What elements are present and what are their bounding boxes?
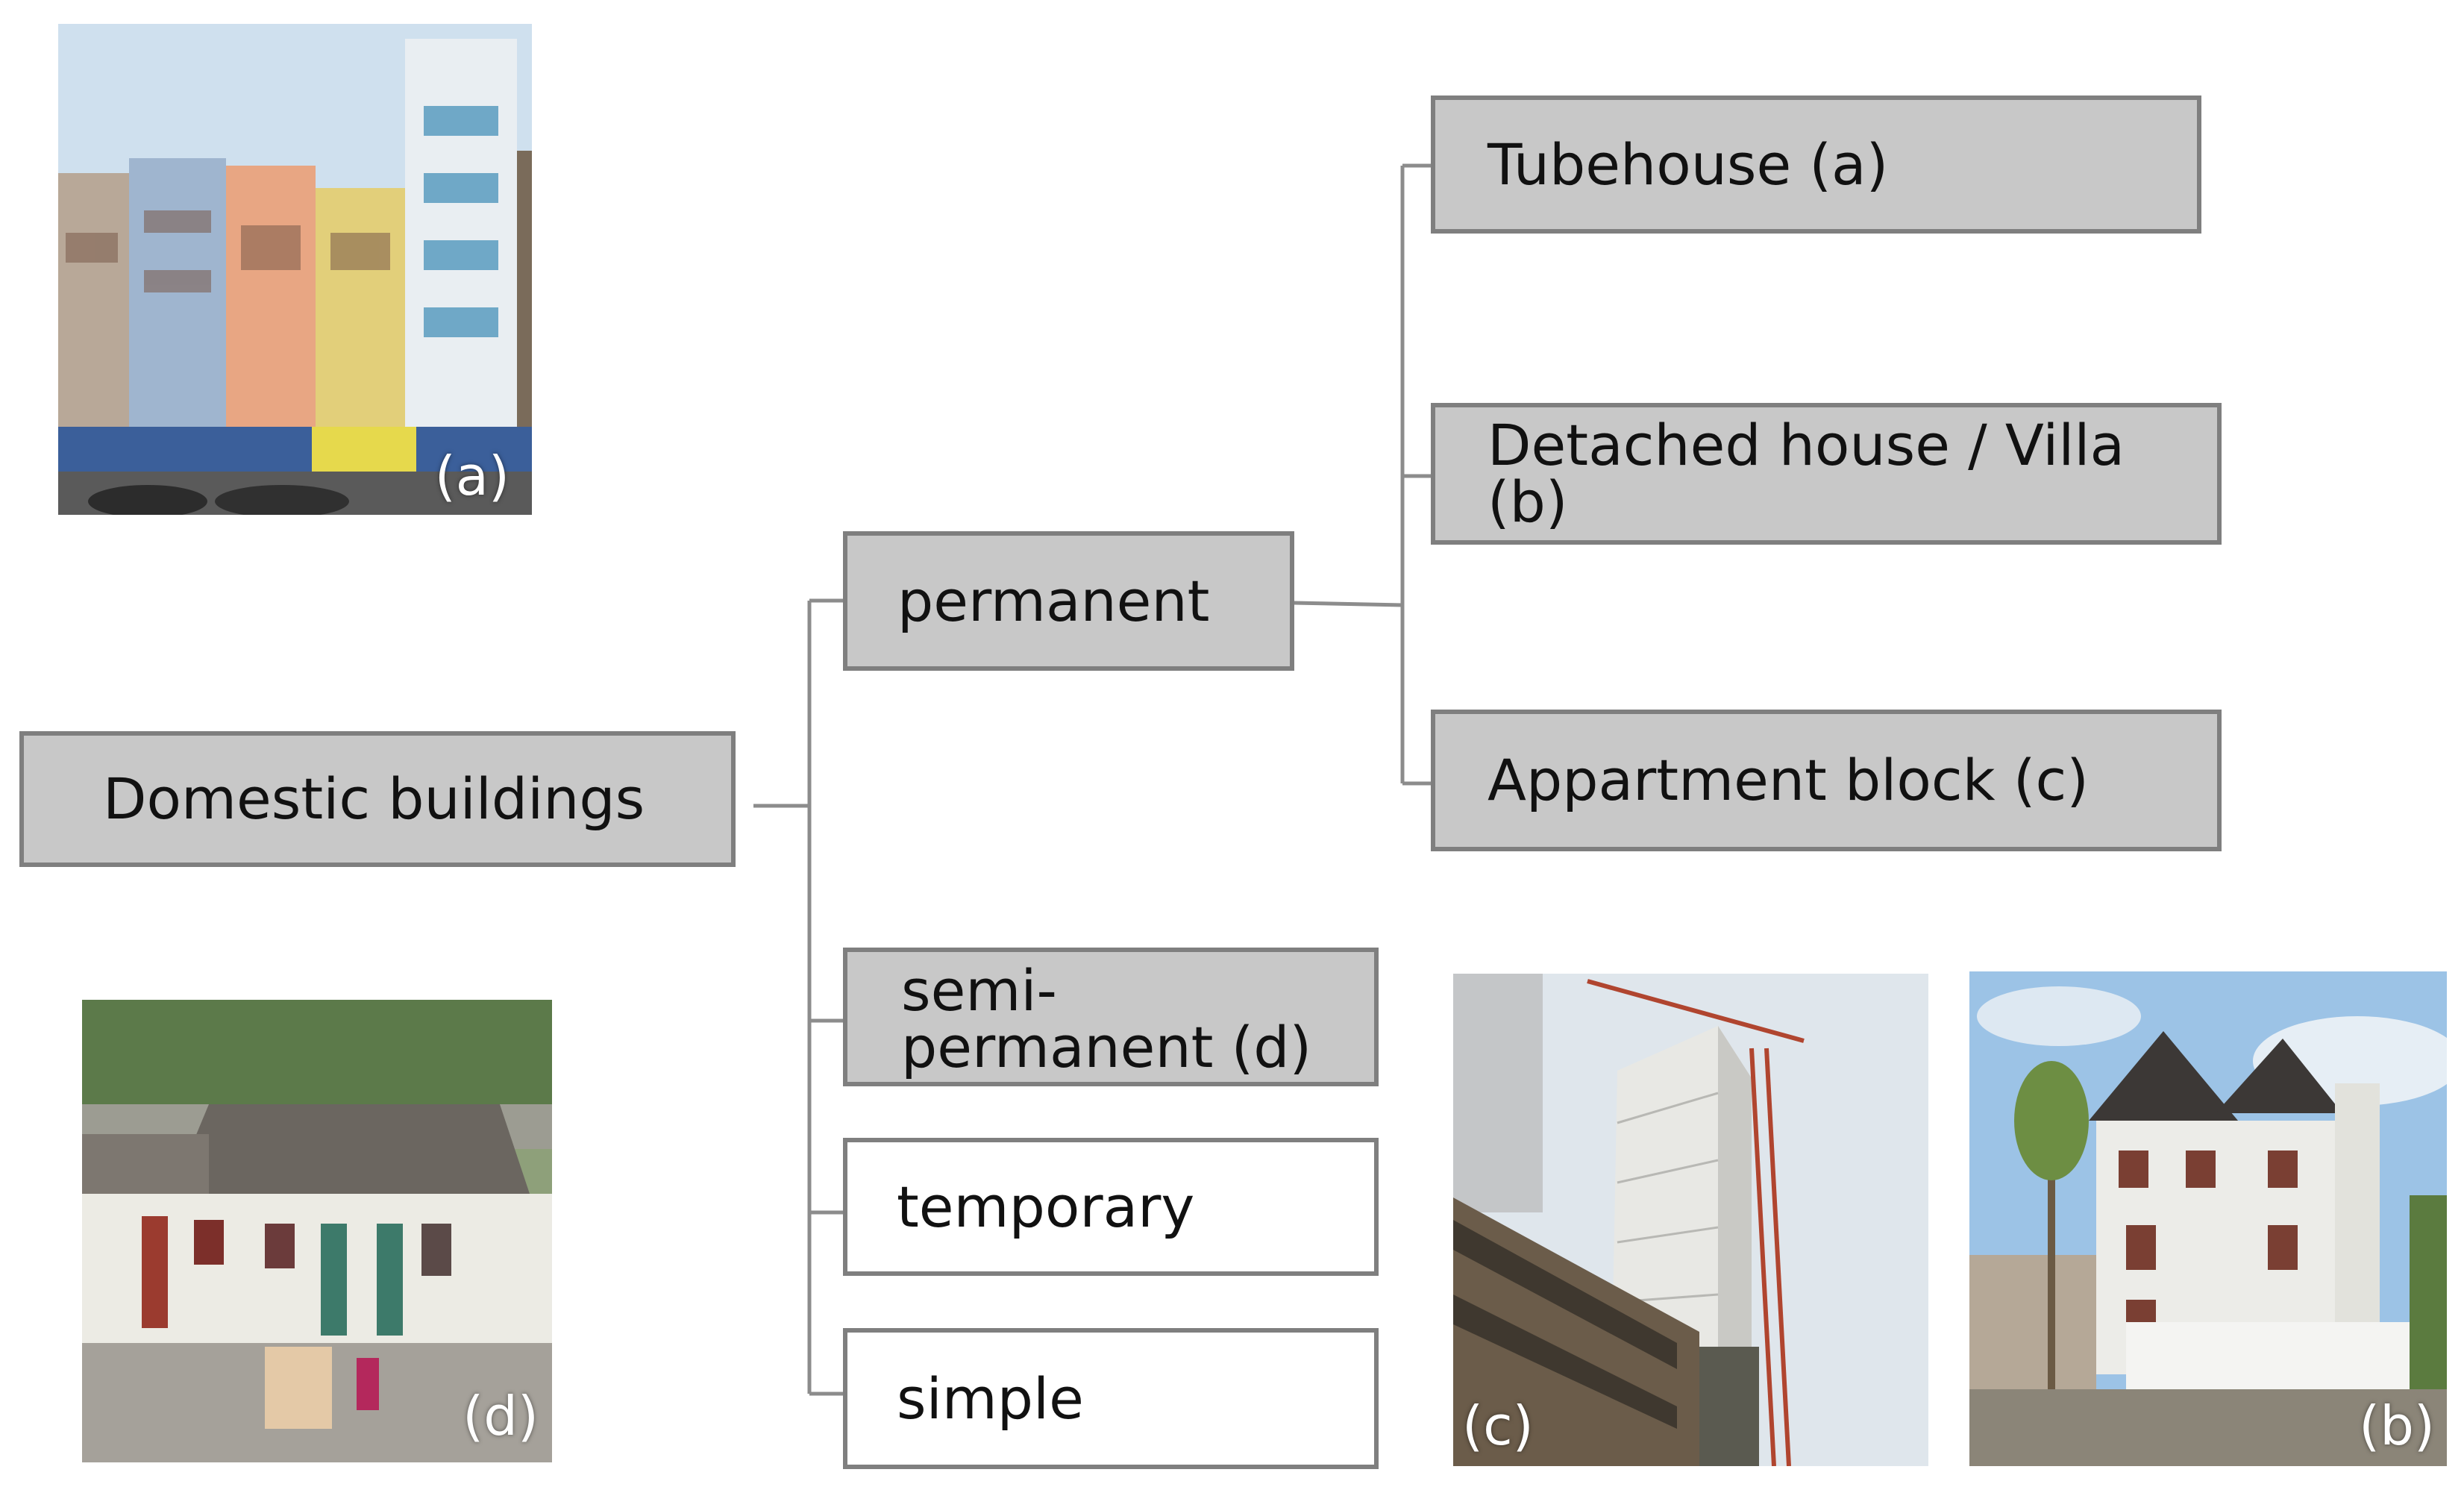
category-label-permanent: permanent xyxy=(897,567,1210,634)
category-node-simple: simple xyxy=(843,1328,1379,1469)
photo-label-c: (c) xyxy=(1462,1394,1534,1457)
category-node-semi-permanent: semi- permanent (d) xyxy=(843,948,1379,1086)
category-label-simple: simple xyxy=(897,1365,1084,1432)
photo-apartment: (c) xyxy=(1453,974,1928,1466)
root-node-label: Domestic buildings xyxy=(103,766,645,832)
tubehouse-illustration xyxy=(58,24,532,515)
category-node-temporary: temporary xyxy=(843,1138,1379,1276)
category-label-temporary: temporary xyxy=(897,1173,1195,1240)
photo-tubehouse: (a) xyxy=(58,24,532,515)
permanent-connector xyxy=(1293,601,1403,607)
subtype-node-tubehouse: Tubehouse (a) xyxy=(1431,96,2201,234)
subtype-label-apartment: Appartment block (c) xyxy=(1488,747,2089,813)
subtype-label-tubehouse: Tubehouse (a) xyxy=(1488,131,1889,198)
semi-permanent-illustration xyxy=(82,1000,552,1462)
photo-label-d: (d) xyxy=(463,1385,539,1447)
photo-villa: (b) xyxy=(1969,971,2447,1466)
category-label-semi-permanent: semi- permanent (d) xyxy=(901,957,1312,1080)
photo-semi-permanent: (d) xyxy=(82,1000,552,1462)
subtype-node-villa: Detached house / Villa (b) xyxy=(1431,403,2222,545)
apartment-illustration xyxy=(1453,974,1928,1466)
subtype-label-villa: Detached house / Villa (b) xyxy=(1488,412,2125,535)
photo-label-a: (a) xyxy=(434,445,510,507)
photo-label-b: (b) xyxy=(2359,1394,2435,1457)
category-node-permanent: permanent xyxy=(843,531,1294,671)
villa-illustration xyxy=(1969,971,2447,1466)
root-node: Domestic buildings xyxy=(19,731,736,867)
subtype-node-apartment: Appartment block (c) xyxy=(1431,710,2222,851)
